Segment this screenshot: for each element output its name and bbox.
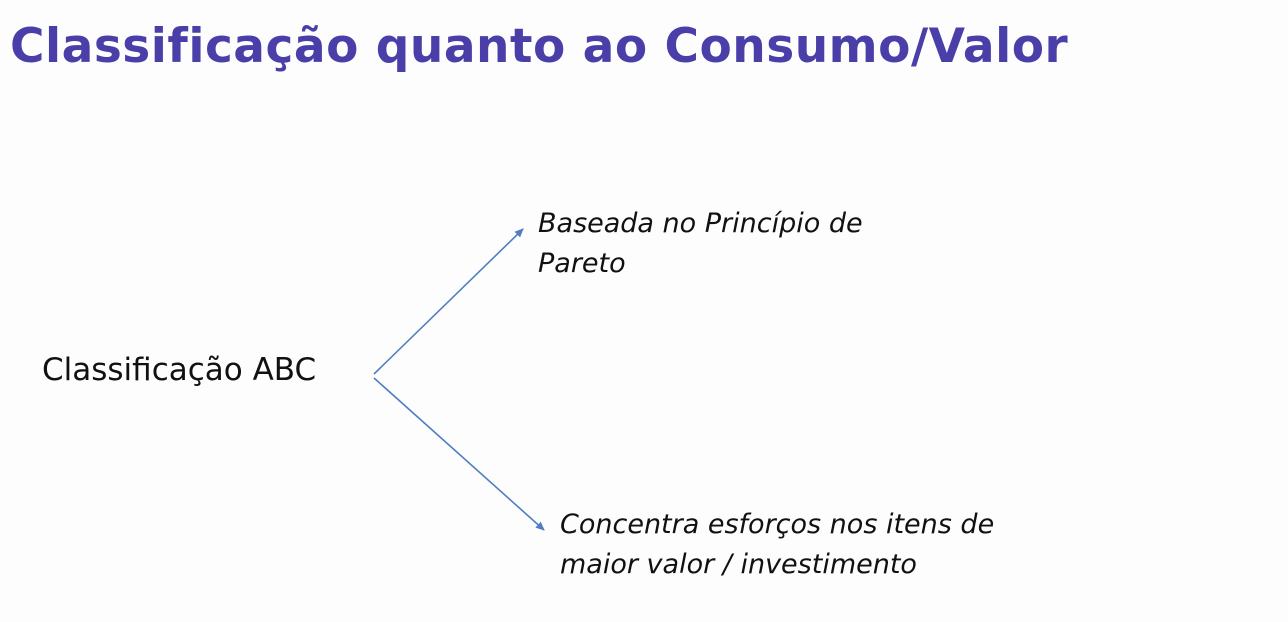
branch-text-line: maior valor / investimento [560, 549, 917, 580]
branch-node-pareto: Baseada no Princípio de Pareto [538, 204, 863, 284]
slide-title: Classificação quanto ao Consumo/Valor [10, 19, 1069, 74]
branch-node-concentra-esforcos: Concentra esforços nos itens de maior va… [560, 505, 994, 585]
branch-text-line: Baseada no Princípio de [538, 208, 863, 239]
arrow-to-top-branch [373, 228, 524, 375]
arrow-to-bottom-branch [373, 377, 545, 531]
branch-text-line: Pareto [538, 248, 626, 279]
root-node-label: Classificação ABC [42, 352, 317, 388]
branch-text-line: Concentra esforços nos itens de [560, 509, 995, 540]
